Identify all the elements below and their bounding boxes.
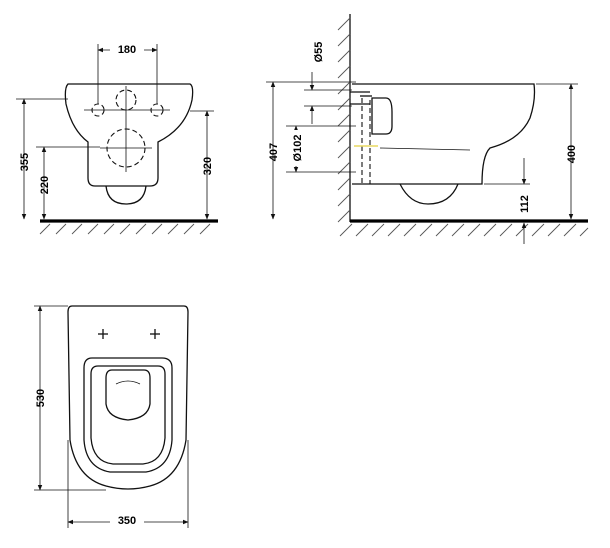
dim-label-180: 180 xyxy=(118,44,136,56)
side-view: Ø55 Ø102 407 400 112 xyxy=(266,14,589,244)
top-bolt-left xyxy=(98,329,108,339)
side-bowl-underside xyxy=(399,183,459,205)
front-bowl-outline xyxy=(64,83,194,187)
side-floor-hatch xyxy=(339,223,589,237)
dim-102-bg xyxy=(290,130,304,166)
dim-label-112: 112 xyxy=(519,195,531,213)
dim-label-530: 530 xyxy=(35,389,47,407)
top-bowl-outline xyxy=(67,305,189,490)
dim-label-102: Ø102 xyxy=(292,135,304,162)
top-bowl-opening xyxy=(105,369,151,421)
dim-label-220: 220 xyxy=(39,176,51,194)
dim-label-350: 350 xyxy=(118,515,136,527)
dim-label-400: 400 xyxy=(566,145,578,163)
side-center-line xyxy=(379,147,471,151)
top-bolt-right xyxy=(150,329,160,339)
front-view: 180 355 220 320 xyxy=(16,41,218,235)
dim-label-355: 355 xyxy=(19,153,31,171)
front-floor-hatch xyxy=(39,223,211,235)
top-view: 530 350 xyxy=(34,305,189,528)
side-seat xyxy=(371,97,393,135)
inlet-hole xyxy=(115,89,137,111)
top-seat-inner xyxy=(90,365,166,465)
wall-hatch xyxy=(337,17,351,223)
dim-label-320: 320 xyxy=(202,157,214,175)
dim-180-bg xyxy=(110,41,144,55)
front-bowl-foot xyxy=(105,185,147,205)
dim-label-55: Ø55 xyxy=(313,42,325,63)
side-bowl-outline xyxy=(352,83,536,185)
dim-350-bg xyxy=(110,512,144,526)
top-seat-outer xyxy=(83,357,173,473)
top-seat-grip xyxy=(115,380,141,385)
dim-label-407: 407 xyxy=(268,143,280,161)
